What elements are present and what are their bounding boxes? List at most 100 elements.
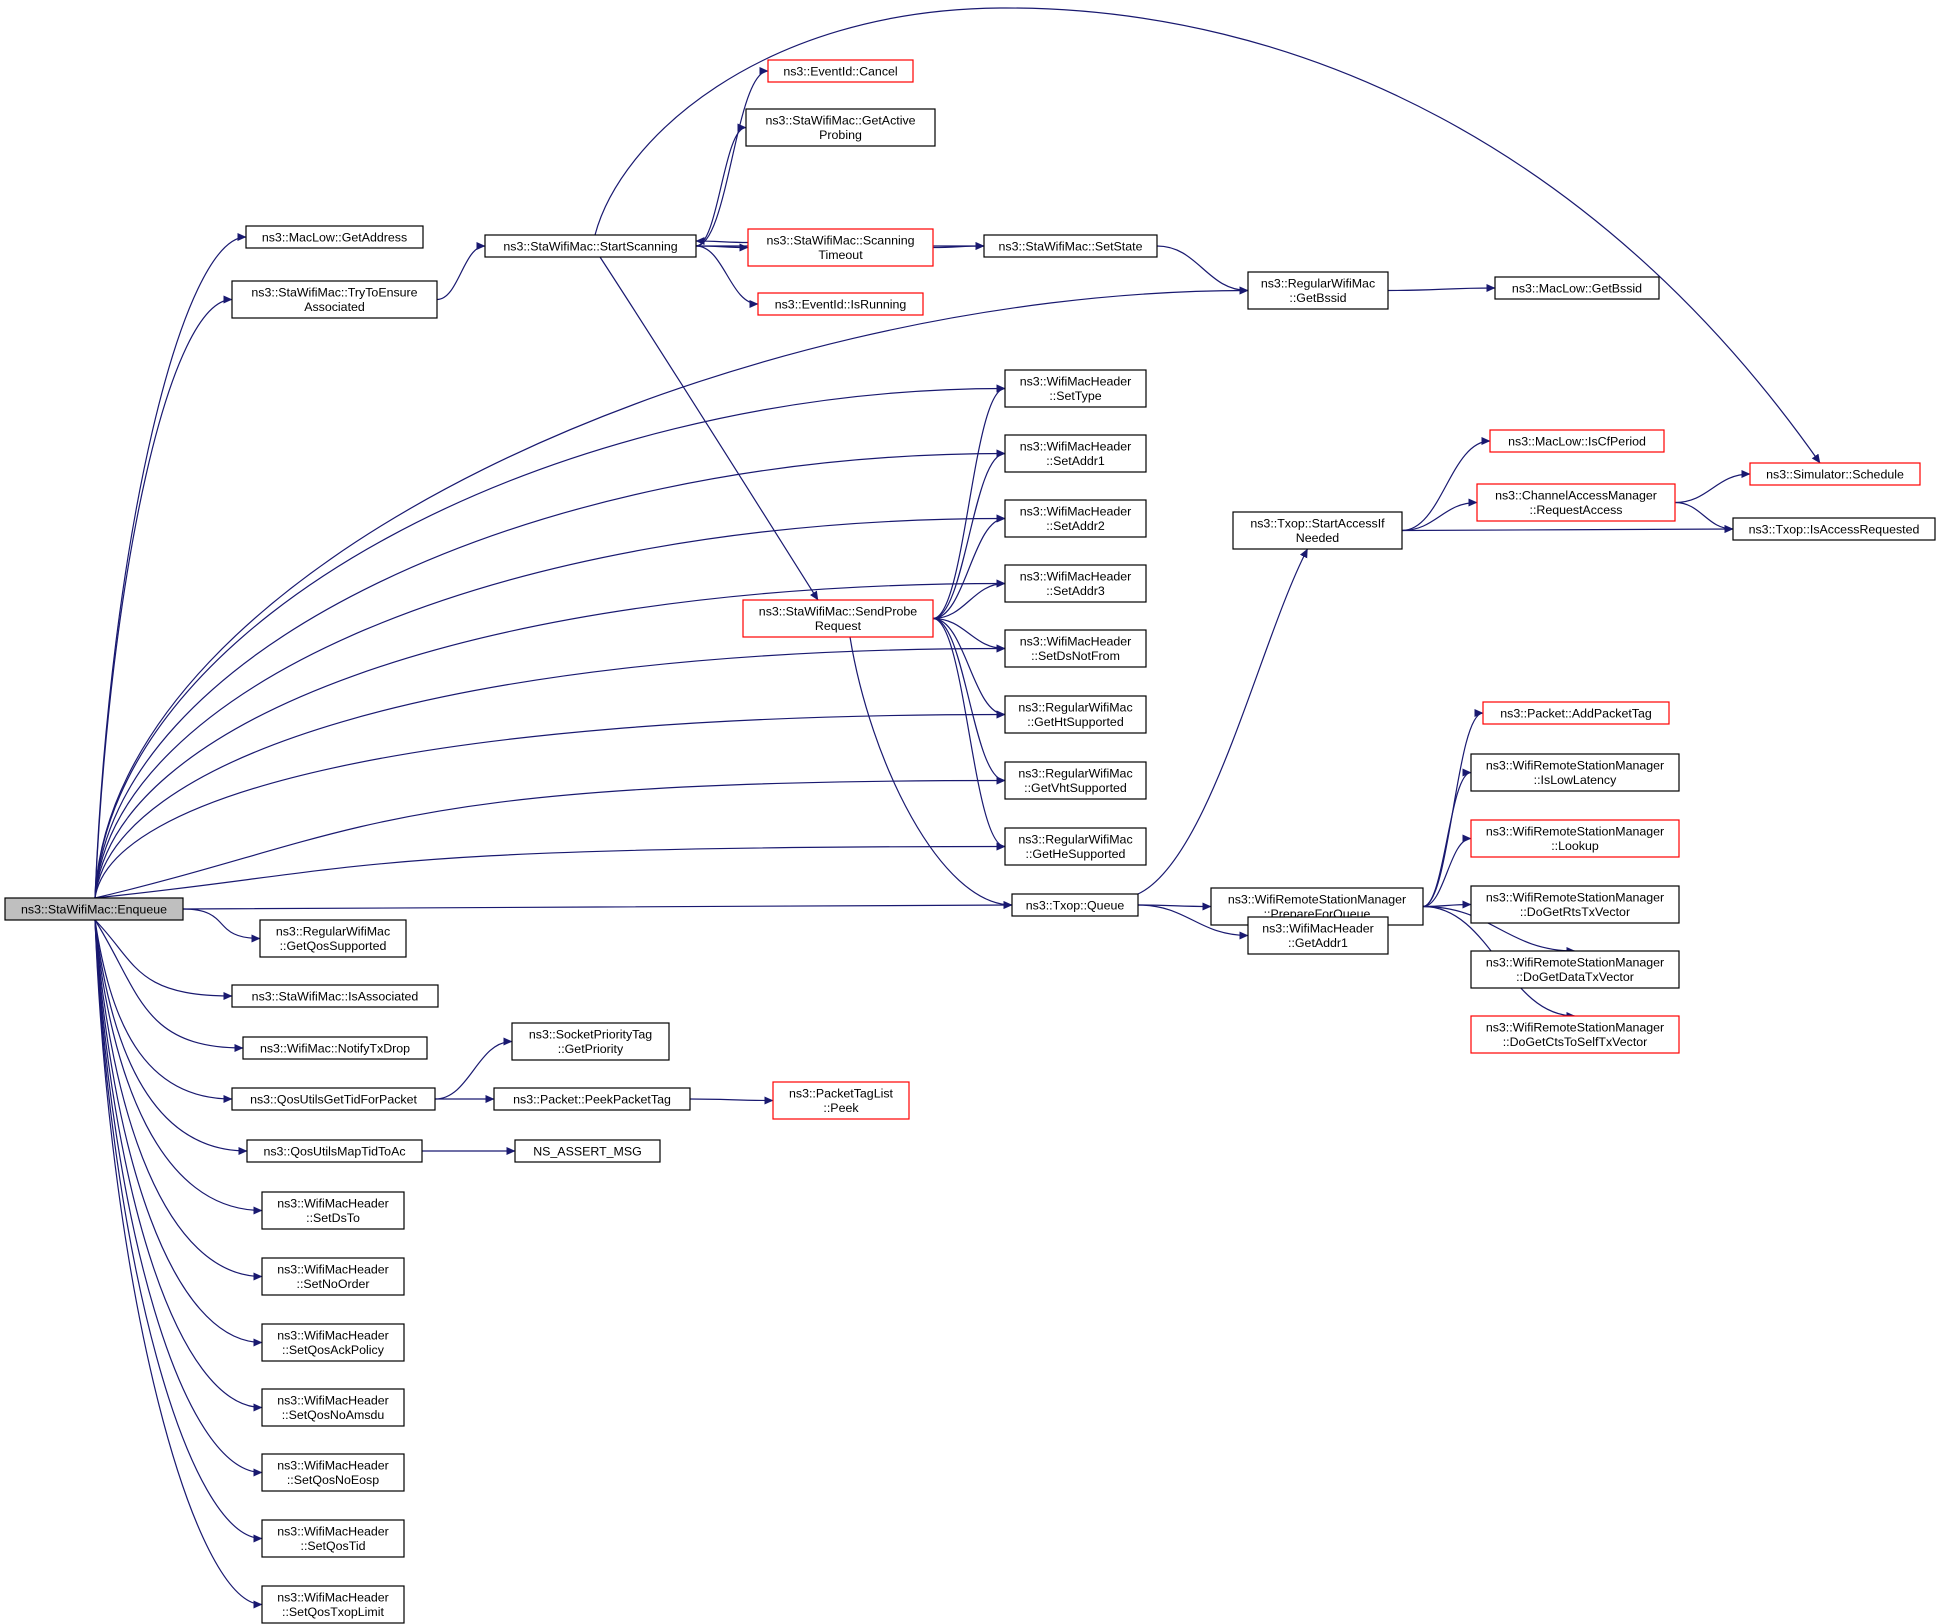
node-startscanning[interactable]: ns3::StaWifiMac::StartScanning	[484, 234, 697, 258]
edge-line	[94, 710, 1006, 899]
node-setqostid[interactable]: ns3::WifiMacHeader::SetQosTid	[261, 1519, 405, 1558]
node-maclow-getbssid[interactable]: ns3::MacLow::GetBssid	[1494, 276, 1660, 300]
node-isassociated[interactable]: ns3::StaWifiMac::IsAssociated	[231, 984, 439, 1008]
node-label: ns3::WifiMacHeader	[277, 1263, 389, 1277]
node-txop-queue[interactable]: ns3::Txop::Queue	[1011, 893, 1139, 917]
node-label: ::SetAddr3	[1046, 584, 1105, 598]
edge-line	[94, 919, 263, 1477]
node-addpackettag[interactable]: ns3::Packet::AddPacketTag	[1482, 701, 1670, 725]
edge-qosgettid-to-socketprioritytag	[434, 1037, 513, 1100]
node-getqossupported[interactable]: ns3::RegularWifiMac::GetQosSupported	[259, 919, 407, 958]
node-label: ns3::StaWifiMac::StartScanning	[503, 239, 677, 253]
node-eventid-isrunning[interactable]: ns3::EventId::IsRunning	[757, 292, 924, 316]
node-label: ns3::Simulator::Schedule	[1766, 467, 1904, 481]
node-dogetctstoselftxvector[interactable]: ns3::WifiRemoteStationManager::DoGetCtsT…	[1470, 1015, 1680, 1054]
node-setqosnoamsdu[interactable]: ns3::WifiMacHeader::SetQosNoAmsdu	[261, 1388, 405, 1427]
node-label: ns3::WifiMacHeader	[277, 1197, 389, 1211]
node-simulator-schedule[interactable]: ns3::Simulator::Schedule	[1749, 462, 1921, 486]
node-setaddr2[interactable]: ns3::WifiMacHeader::SetAddr2	[1004, 499, 1147, 538]
node-setdsnotfrom[interactable]: ns3::WifiMacHeader::SetDsNotFrom	[1004, 629, 1147, 668]
edge-line	[1422, 834, 1472, 908]
node-setaddr1[interactable]: ns3::WifiMacHeader::SetAddr1	[1004, 434, 1147, 473]
edge-startscanning-to-eventid-isrunning	[695, 245, 759, 309]
edge-startscanning-to-eventid-cancel	[695, 66, 769, 247]
node-packettaglist-peek[interactable]: ns3::PacketTagList::Peek	[772, 1081, 910, 1120]
edge-line	[94, 919, 263, 1412]
node-gethtsupported[interactable]: ns3::RegularWifiMac::GetHtSupported	[1004, 695, 1147, 734]
node-label: ns3::StaWifiMac::GetActive	[765, 114, 915, 128]
node-getaddr1[interactable]: ns3::WifiMacHeader::GetAddr1	[1247, 916, 1389, 955]
node-label: ::GetHtSupported	[1027, 715, 1124, 729]
edge-line	[1674, 469, 1751, 504]
node-iscfperiod[interactable]: ns3::MacLow::IsCfPeriod	[1489, 429, 1665, 453]
node-box	[1470, 885, 1680, 924]
edge-sendproberequest-to-getvhtsupported	[932, 617, 1006, 785]
edge-sendproberequest-to-txop-queue	[849, 636, 1013, 910]
edge-line	[94, 384, 1006, 899]
node-requestaccess[interactable]: ns3::ChannelAccessManager::RequestAccess	[1476, 483, 1676, 522]
edge-line	[1387, 283, 1496, 293]
node-label: ::SetDsTo	[306, 1211, 360, 1225]
edge-peekpackettag-to-packettaglist-peek	[689, 1096, 774, 1105]
node-getvhtsupported[interactable]: ns3::RegularWifiMac::GetVhtSupported	[1004, 761, 1147, 800]
node-label: ::SetType	[1049, 389, 1101, 403]
edge-getbssid-to-maclow-getbssid	[1387, 283, 1496, 293]
node-gethesupported[interactable]: ns3::RegularWifiMac::GetHeSupported	[1004, 827, 1147, 866]
node-setqosackpolicy[interactable]: ns3::WifiMacHeader::SetQosAckPolicy	[261, 1323, 405, 1362]
edge-sendproberequest-to-gethesupported	[932, 617, 1006, 851]
node-box	[1470, 753, 1680, 792]
node-box	[245, 225, 424, 249]
node-label: ns3::RegularWifiMac	[1018, 767, 1132, 781]
node-label: ns3::WifiMacHeader	[1020, 505, 1132, 519]
node-setqosnoeosp[interactable]: ns3::WifiMacHeader::SetQosNoEosp	[261, 1453, 405, 1492]
node-dogetrtstxvector[interactable]: ns3::WifiRemoteStationManager::DoGetRtsT…	[1470, 885, 1680, 924]
node-label: NS_ASSERT_MSG	[533, 1144, 642, 1158]
node-eventid-cancel[interactable]: ns3::EventId::Cancel	[767, 59, 914, 83]
node-islowlatency[interactable]: ns3::WifiRemoteStationManager::IsLowLate…	[1470, 753, 1680, 792]
node-box	[1470, 1015, 1680, 1054]
node-setnoorder[interactable]: ns3::WifiMacHeader::SetNoOrder	[261, 1257, 405, 1296]
node-label: ::SetQosNoEosp	[287, 1473, 379, 1487]
edge-enqueue-to-gethesupported	[94, 842, 1006, 899]
edge-enqueue-to-setqostid	[94, 919, 263, 1543]
node-label: ns3::MacLow::GetAddress	[262, 230, 407, 244]
edge-enqueue-to-gethtsupported	[94, 710, 1006, 899]
node-isaccessrequested[interactable]: ns3::Txop::IsAccessRequested	[1732, 517, 1936, 541]
edge-line	[94, 919, 263, 1347]
node-peekpackettag[interactable]: ns3::Packet::PeekPacketTag	[493, 1087, 691, 1111]
node-setqostxoplimit[interactable]: ns3::WifiMacHeader::SetQosTxopLimit	[261, 1585, 405, 1624]
node-box	[1470, 950, 1680, 989]
node-ns-assert-msg[interactable]: NS_ASSERT_MSG	[514, 1139, 661, 1163]
node-maclow-getaddress[interactable]: ns3::MacLow::GetAddress	[245, 225, 424, 249]
node-settype[interactable]: ns3::WifiMacHeader::SetType	[1004, 369, 1147, 408]
edge-line	[599, 256, 819, 601]
node-label: ::GetHeSupported	[1026, 847, 1126, 861]
node-lookup[interactable]: ns3::WifiRemoteStationManager::Lookup	[1470, 819, 1680, 858]
node-getbssid[interactable]: ns3::RegularWifiMac::GetBssid	[1247, 271, 1389, 310]
node-label: ::GetQosSupported	[280, 939, 387, 953]
edge-startaccessifneeded-to-requestaccess	[1401, 498, 1478, 532]
node-setaddr3[interactable]: ns3::WifiMacHeader::SetAddr3	[1004, 564, 1147, 603]
node-box	[1004, 564, 1147, 603]
node-socketprioritytag[interactable]: ns3::SocketPriorityTag::GetPriority	[511, 1022, 670, 1061]
node-label: Request	[815, 619, 862, 633]
node-dogetdatatxvector[interactable]: ns3::WifiRemoteStationManager::DoGetData…	[1470, 950, 1680, 989]
node-notifytxdrop[interactable]: ns3::WifiMac::NotifyTxDrop	[242, 1036, 428, 1060]
node-label: ::GetPriority	[558, 1042, 624, 1056]
node-qosmaptidtoac[interactable]: ns3::QosUtilsMapTidToAc	[246, 1139, 423, 1163]
node-enqueue[interactable]: ns3::StaWifiMac::Enqueue	[4, 897, 184, 921]
node-qosgettid[interactable]: ns3::QosUtilsGetTidForPacket	[231, 1087, 436, 1111]
node-setstate[interactable]: ns3::StaWifiMac::SetState	[983, 234, 1158, 258]
node-label: ns3::PacketTagList	[789, 1087, 894, 1101]
edge-enqueue-to-setaddr1	[94, 449, 1006, 899]
node-setdsto[interactable]: ns3::WifiMacHeader::SetDsTo	[261, 1191, 405, 1230]
edge-line	[932, 449, 1006, 620]
node-box	[259, 919, 407, 958]
node-label: ::SetQosTxopLimit	[282, 1605, 384, 1619]
edge-line	[932, 241, 985, 251]
